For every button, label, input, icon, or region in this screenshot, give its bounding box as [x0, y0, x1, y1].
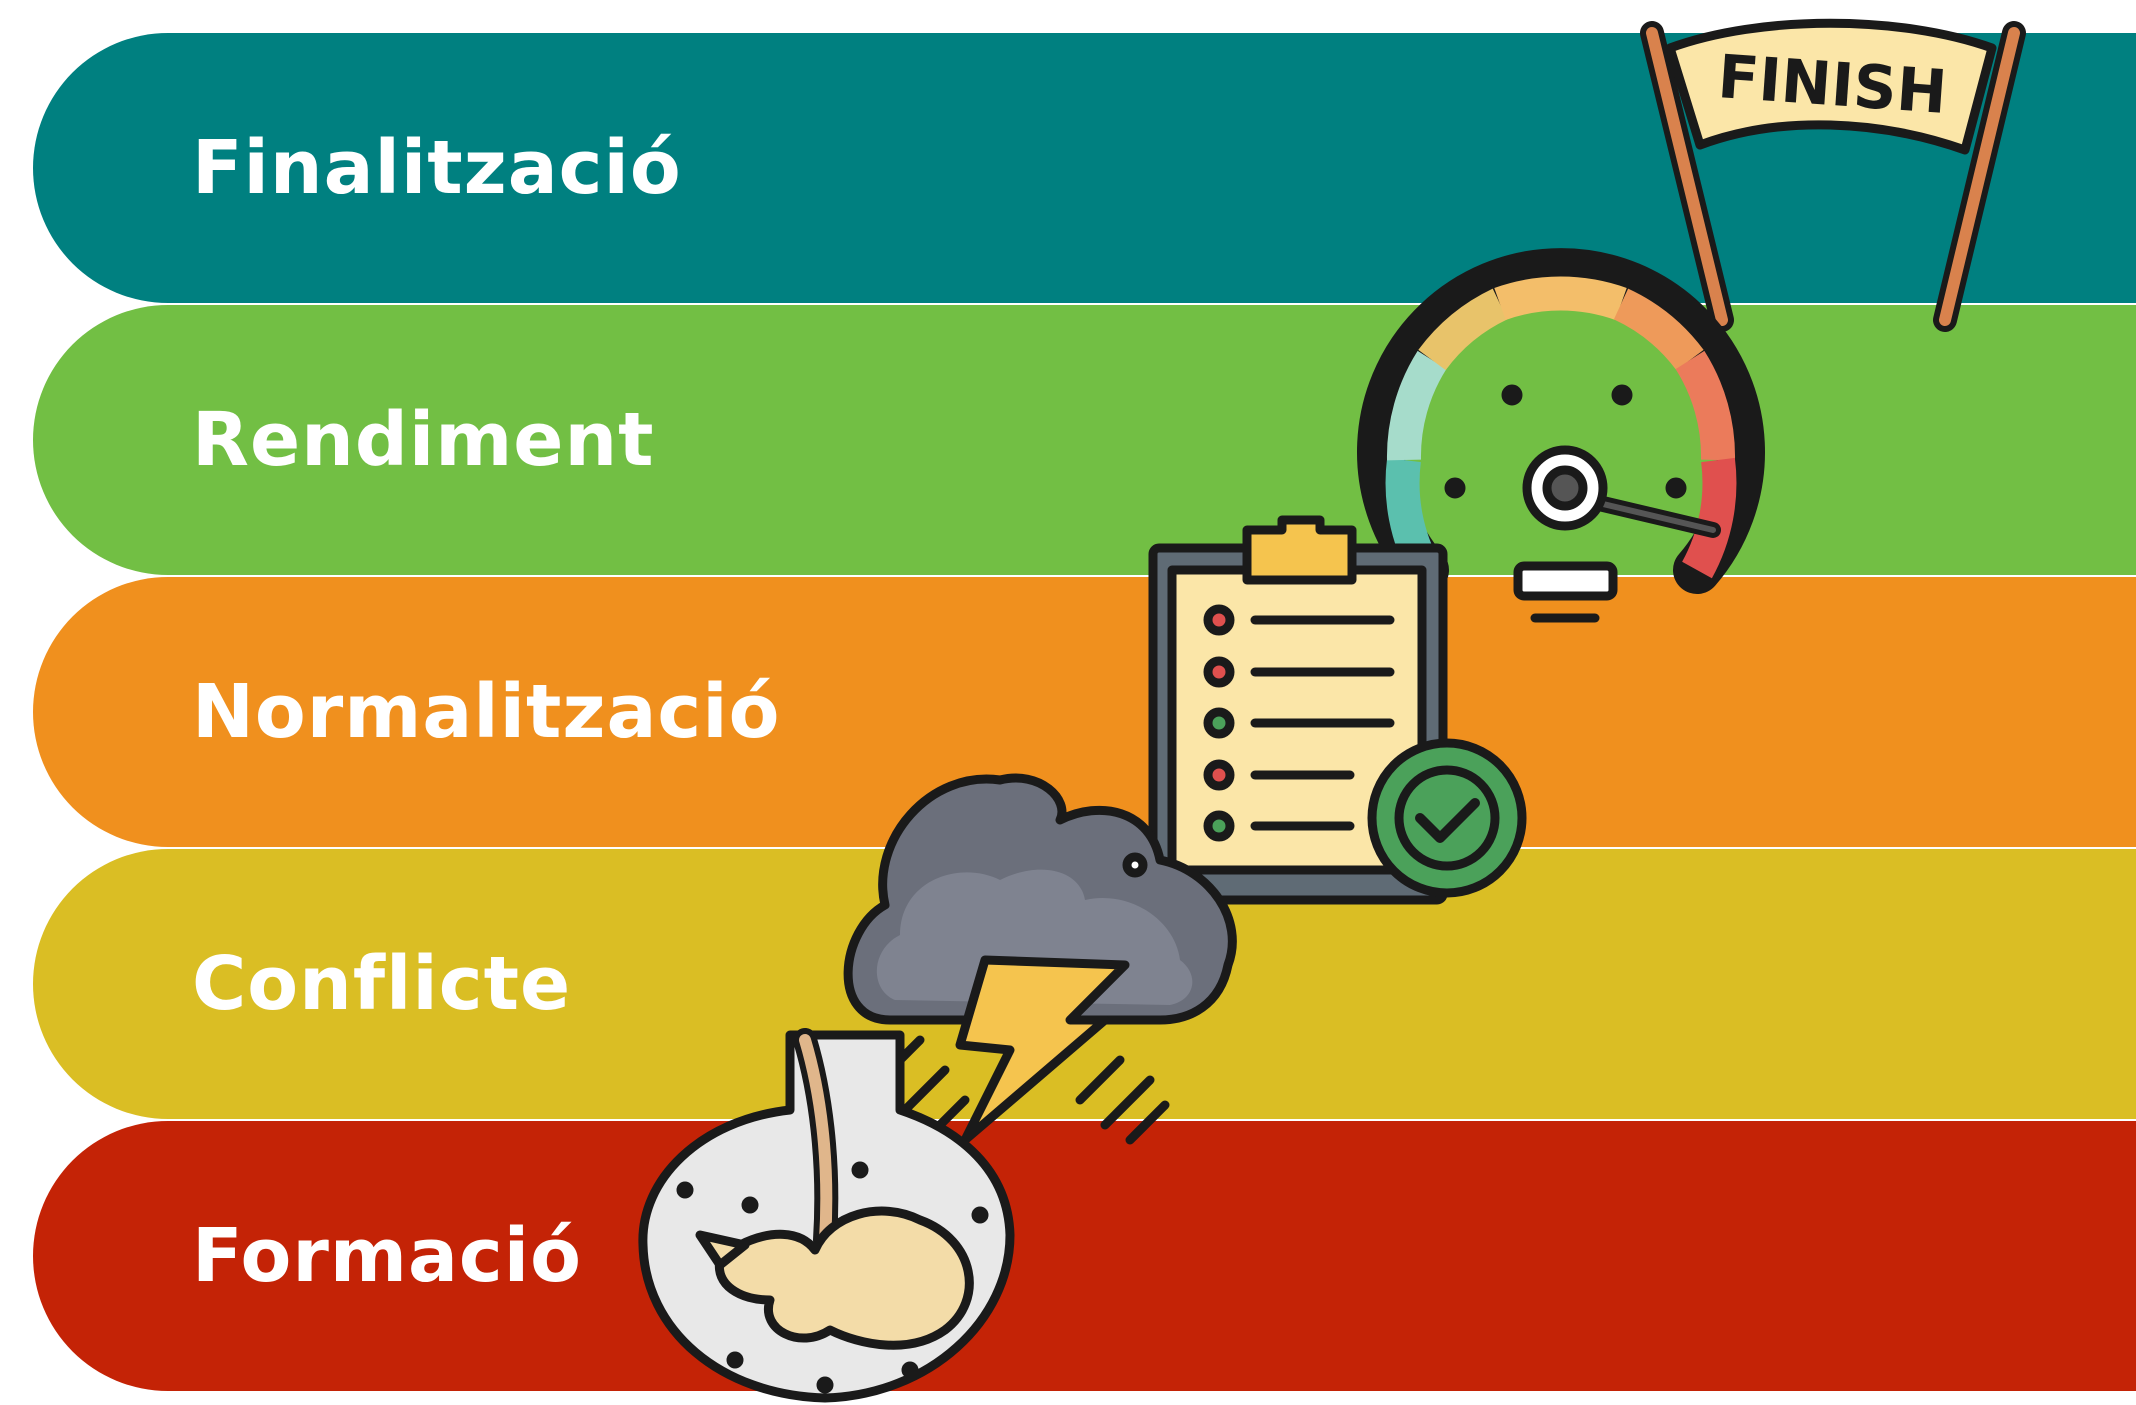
stage-band-rendiment: Rendiment [33, 305, 2136, 575]
stage-label-rendiment: Rendiment [192, 397, 655, 483]
finish-banner-icon: FINISH [1640, 18, 2026, 332]
storm-cloud-icon [843, 773, 1237, 1145]
stage-label-finalitzacio: Finalització [192, 125, 682, 211]
embryo-icon [638, 1028, 1015, 1403]
stage-label-formacio: Formació [192, 1213, 582, 1299]
finish-banner-text: FINISH [1716, 42, 1950, 128]
speedometer-icon [1357, 248, 1765, 623]
clipboard-checklist-icon [1148, 515, 1527, 905]
stage-band-formacio: Formació [33, 1121, 2136, 1391]
stage-band-normalitzacio: Normalització [33, 577, 2136, 847]
stage-label-normalitzacio: Normalització [192, 669, 781, 755]
stage-label-conflicte: Conflicte [192, 941, 572, 1027]
